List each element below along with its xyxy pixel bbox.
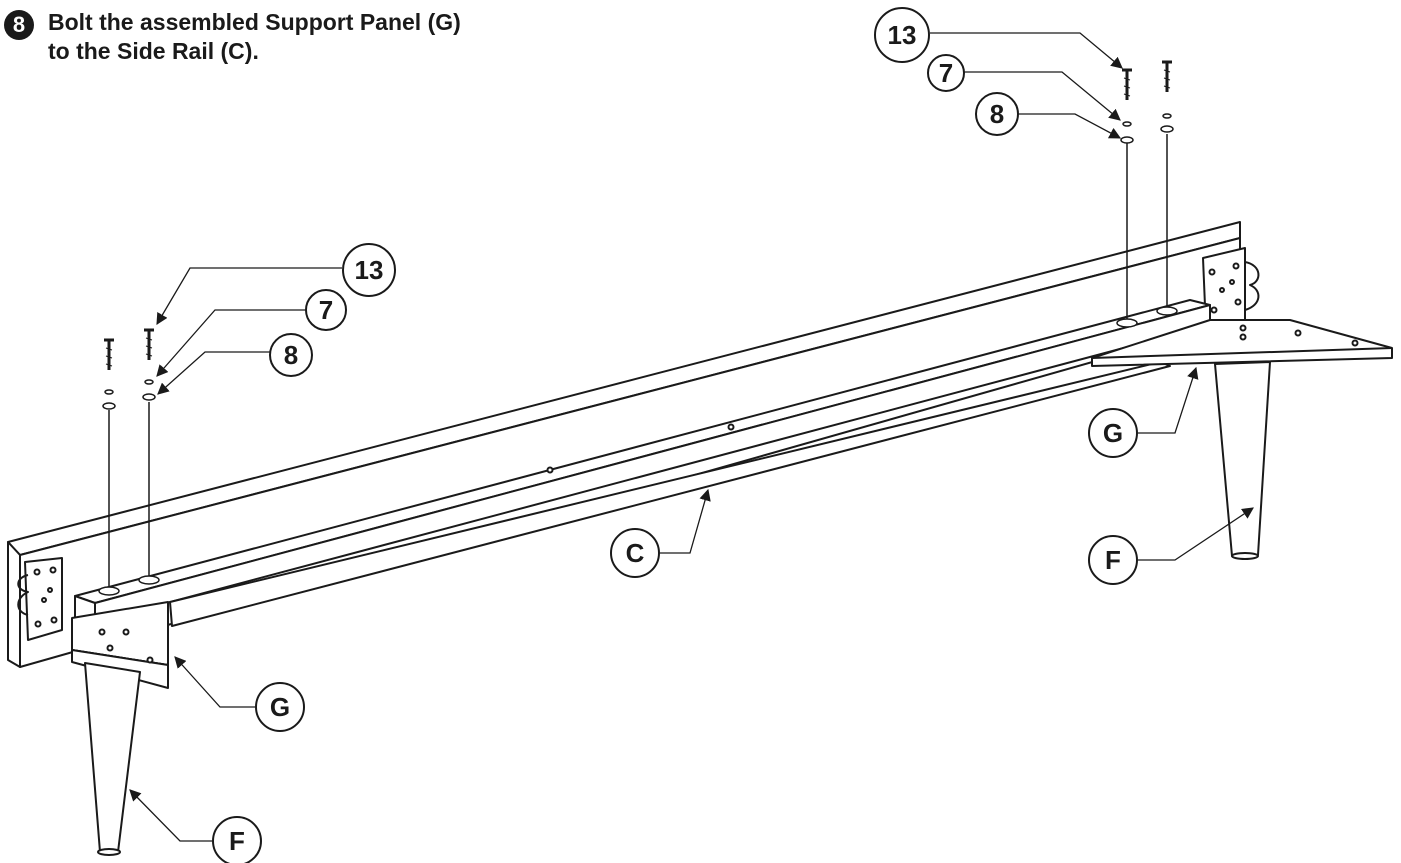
rail-ledge-strip — [74, 299, 1211, 627]
left-bolt-set-a — [98, 338, 120, 596]
right-support-panel — [1091, 319, 1393, 367]
step-text-line-2: to the Side Rail (C). — [48, 38, 259, 64]
callout-13-left: 13 — [355, 255, 384, 285]
callout-circle-8-left — [269, 333, 313, 377]
leader-g-left — [174, 656, 255, 708]
callout-circle-7-right — [927, 54, 965, 92]
callout-7-left: 7 — [319, 295, 333, 325]
step-text-line-1: Bolt the assembled Support Panel (G) — [48, 9, 461, 35]
callout-circle-f-right — [1088, 535, 1138, 585]
callout-8-right: 8 — [990, 99, 1004, 129]
leader-8-right — [1017, 113, 1122, 139]
step-number-badge: 8 — [4, 10, 34, 40]
ledge-holes — [546, 423, 735, 474]
leader-g-right — [1138, 366, 1199, 434]
right-bolt-set-b — [1156, 60, 1178, 316]
left-bolt-set-b — [138, 328, 160, 585]
leader-f-right — [1138, 507, 1254, 561]
callout-g-left: G — [270, 692, 290, 722]
callout-circle-g-left — [255, 682, 305, 732]
leader-f-left — [129, 789, 212, 842]
leader-7-left — [156, 309, 307, 377]
right-leg — [1214, 361, 1271, 560]
step-instruction: 8 Bolt the assembled Support Panel (G) t… — [4, 8, 461, 66]
callout-c: C — [626, 538, 645, 568]
callout-circle-7-left — [305, 289, 347, 331]
callout-13-right: 13 — [888, 20, 917, 50]
leader-13-right — [930, 32, 1123, 69]
callout-g-right: G — [1103, 418, 1123, 448]
callout-circle-13-right — [874, 7, 930, 63]
leader-8-left — [157, 351, 270, 395]
leader-13-left — [156, 267, 342, 326]
callout-circle-c — [610, 528, 660, 578]
leader-c — [660, 488, 711, 554]
callout-8-left: 8 — [284, 340, 298, 370]
callout-f-right: F — [1105, 545, 1121, 575]
callout-circle-f-left — [212, 816, 262, 863]
callout-circle-g-right — [1088, 408, 1138, 458]
left-end-bracket — [17, 557, 63, 641]
callout-f-left: F — [229, 826, 245, 856]
right-end-bracket — [1202, 247, 1260, 331]
callout-7-right: 7 — [939, 58, 953, 88]
leader-7-right — [960, 71, 1121, 121]
callout-circle-13-left — [342, 243, 396, 297]
left-leg — [84, 662, 141, 856]
callout-circle-8-right — [975, 92, 1019, 136]
right-bolt-set-a — [1116, 68, 1138, 328]
step-text: Bolt the assembled Support Panel (G) to … — [48, 8, 461, 66]
